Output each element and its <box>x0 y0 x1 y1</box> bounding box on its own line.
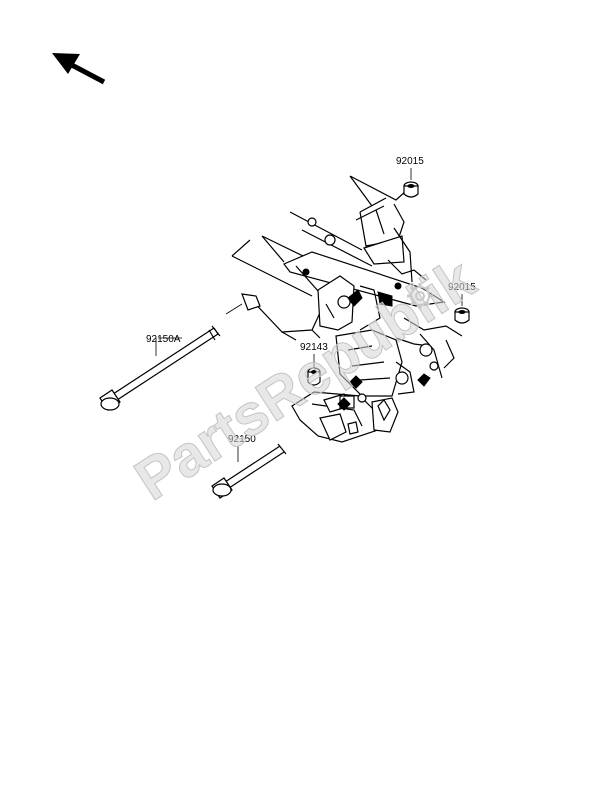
part-label-92015-right: 92015 <box>448 282 476 293</box>
part-label-92143: 92143 <box>300 342 328 353</box>
part-92015-right[interactable]: 92015 <box>448 282 476 324</box>
watermark-text: PartsRepublik <box>124 246 487 513</box>
part-label-92150: 92150 <box>228 434 256 445</box>
watermark: PartsRepublik <box>123 245 487 513</box>
arrow-up-left-icon <box>52 53 106 85</box>
part-label-92150A: 92150A <box>146 334 181 345</box>
part-92150[interactable]: 92150 <box>211 434 287 499</box>
part-92015-top[interactable]: 92015 <box>396 156 424 198</box>
part-92143[interactable]: 92143 <box>300 342 328 386</box>
gear-icon <box>407 283 433 309</box>
part-label-92015-top: 92015 <box>396 156 424 167</box>
part-92150A[interactable]: 92150A <box>99 303 243 411</box>
